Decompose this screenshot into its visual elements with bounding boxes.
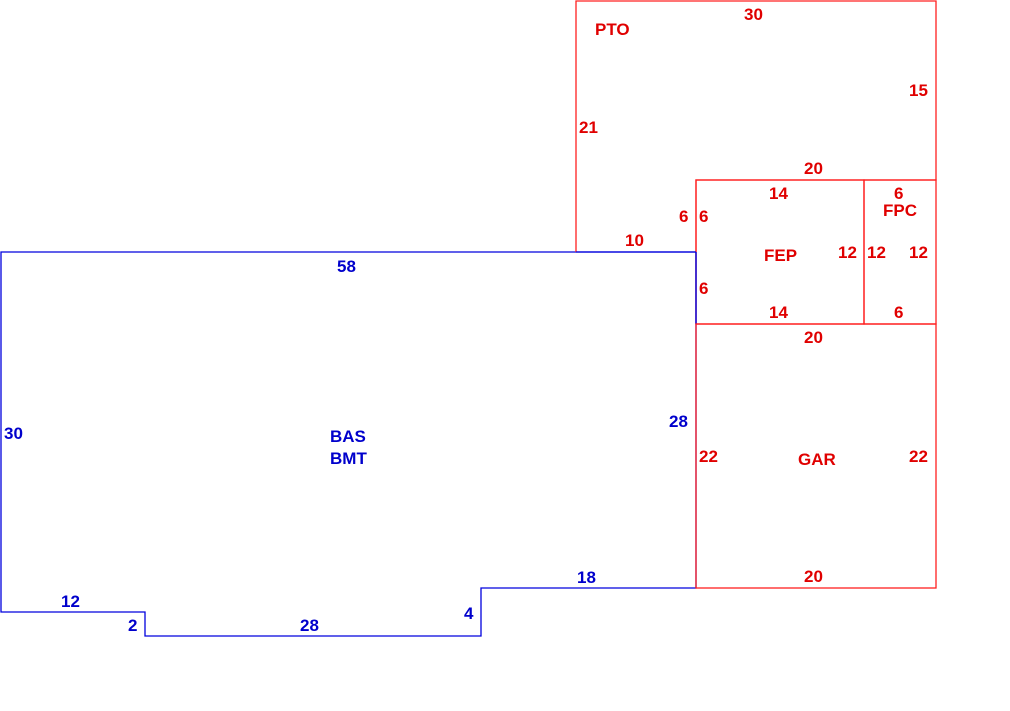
gar-dim-right: 22 bbox=[909, 447, 928, 466]
bas-dim-step: 2 bbox=[128, 616, 137, 635]
bas-dim-bottom-left: 12 bbox=[61, 592, 80, 611]
pto-dim-step: 6 bbox=[679, 207, 688, 226]
bas-label: BAS bbox=[330, 427, 366, 446]
bas-dim-right: 28 bbox=[669, 412, 688, 431]
bmt-label: BMT bbox=[330, 449, 367, 468]
fep-label: FEP bbox=[764, 246, 797, 265]
fpc-dim-right: 12 bbox=[909, 243, 928, 262]
fpc-label: FPC bbox=[883, 201, 917, 220]
bas-dim-bottom: 28 bbox=[300, 616, 319, 635]
fpc-dim-top: 6 bbox=[894, 184, 903, 203]
bas-dim-step2: 4 bbox=[464, 604, 474, 623]
bas-dim-bottom-right: 18 bbox=[577, 568, 596, 587]
fep-dim-left-bottom: 6 bbox=[699, 279, 708, 298]
pto-dim-bottom: 10 bbox=[625, 231, 644, 250]
gar-dim-bottom: 20 bbox=[804, 567, 823, 586]
fep-dim-top: 14 bbox=[769, 184, 788, 203]
fpc-dim-bottom: 6 bbox=[894, 303, 903, 322]
fpc-dim-left: 12 bbox=[867, 243, 886, 262]
pto-dim-left: 21 bbox=[579, 118, 598, 137]
bas-outline bbox=[0, 251, 697, 637]
gar-label: GAR bbox=[798, 450, 836, 469]
pto-dim-top: 30 bbox=[744, 5, 763, 24]
pto-dim-right: 15 bbox=[909, 81, 928, 100]
bas-dim-left: 30 bbox=[4, 424, 23, 443]
gar-dim-top: 20 bbox=[804, 328, 823, 347]
pto-dim-inner: 20 bbox=[804, 159, 823, 178]
fep-dim-right: 12 bbox=[838, 243, 857, 262]
fep-dim-bottom: 14 bbox=[769, 303, 788, 322]
fep-dim-left-top: 6 bbox=[699, 207, 708, 226]
bas-dim-top: 58 bbox=[337, 257, 356, 276]
gar-outline bbox=[695, 323, 937, 589]
gar-dim-left: 22 bbox=[699, 447, 718, 466]
pto-outline bbox=[575, 0, 937, 252]
pto-label: PTO bbox=[595, 20, 630, 39]
